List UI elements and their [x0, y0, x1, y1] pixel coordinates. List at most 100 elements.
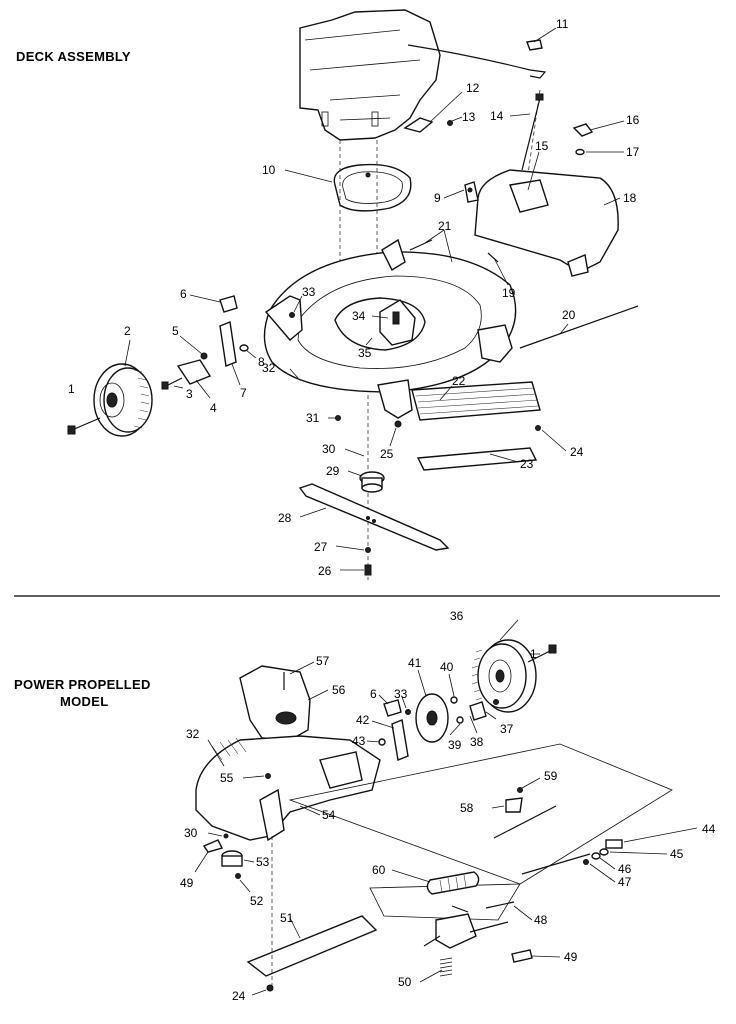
callout-51: 51	[280, 911, 294, 925]
part-13-screw	[447, 120, 453, 126]
part-58-cable-bracket	[505, 797, 523, 813]
callout-40: 40	[440, 660, 454, 674]
part-38-pinion	[469, 701, 487, 721]
callout-21: 21	[438, 219, 452, 233]
callout-16: 16	[626, 113, 640, 127]
callout-12: 12	[466, 81, 480, 95]
part-59-screw	[517, 787, 523, 793]
callout-35: 35	[358, 346, 372, 360]
part-28-blade	[298, 483, 450, 551]
power-leader-lines	[194, 619, 698, 996]
callout-46: 46	[618, 862, 632, 876]
callout-25: 25	[380, 447, 394, 461]
callout-8: 8	[258, 355, 265, 369]
part-39-washer	[456, 716, 464, 724]
engine	[299, 9, 547, 141]
callout-18: 18	[623, 191, 637, 205]
part-24-screw	[266, 984, 274, 992]
callout-54: 54	[322, 808, 336, 822]
callout-30: 30	[322, 442, 336, 456]
power-propelled-title-line1: POWER PROPELLED	[14, 677, 151, 692]
part-33-nut	[289, 312, 295, 318]
part-12-bracket	[403, 117, 434, 133]
part-23-plate	[416, 447, 538, 471]
callout-19: 19	[502, 286, 516, 300]
callout-labels: 11 12 13 14 16 17 15 18 10 9 21 19 6 33 …	[68, 17, 716, 1003]
callout-30b: 30	[184, 826, 198, 840]
part-6-cap	[219, 295, 238, 313]
part-16-wing-nut	[572, 123, 594, 137]
callout-42: 42	[356, 713, 370, 727]
callout-28: 28	[278, 511, 292, 525]
callout-15: 15	[535, 139, 549, 153]
part-46-washer	[591, 852, 601, 860]
part-19-pin	[487, 252, 499, 263]
callout-53: 53	[256, 855, 270, 869]
part-29-blade-adapter	[359, 471, 385, 493]
part-27-washer	[365, 547, 371, 553]
callout-37: 37	[500, 722, 514, 736]
callout-27: 27	[314, 540, 328, 554]
part-42-height-bracket	[391, 719, 409, 761]
callout-31: 31	[306, 411, 320, 425]
part-47-pin	[583, 859, 589, 865]
power-propelled-drawing	[194, 619, 698, 996]
callout-7: 7	[240, 386, 247, 400]
callout-59: 59	[544, 769, 558, 783]
callout-39: 39	[448, 738, 462, 752]
callout-44: 44	[702, 822, 716, 836]
callout-29: 29	[326, 464, 340, 478]
part-44-axle-end	[605, 839, 623, 849]
part-10-gasket-ring	[333, 163, 412, 212]
callout-43: 43	[352, 734, 366, 748]
callout-6b: 6	[370, 687, 377, 701]
part-6-cap	[383, 699, 402, 717]
callout-17: 17	[626, 145, 640, 159]
callout-11: 11	[556, 17, 569, 31]
part-40-washer	[450, 696, 458, 704]
part-30-key	[223, 833, 229, 839]
callout-24: 24	[570, 445, 584, 459]
callout-4: 4	[210, 401, 217, 415]
callout-38: 38	[470, 735, 484, 749]
callout-33b: 33	[394, 687, 408, 701]
part-7-height-bracket	[219, 321, 237, 367]
part-45-washer	[599, 848, 609, 856]
part-17-washer	[575, 148, 585, 156]
callout-45: 45	[670, 847, 684, 861]
part-56-gear-cover	[239, 665, 311, 741]
part-8-washer	[239, 344, 249, 352]
callout-1b: 1	[530, 647, 537, 661]
part-14-bolt	[521, 93, 544, 171]
callout-49b: 49	[564, 950, 578, 964]
deck-assembly-drawing	[67, 9, 639, 580]
callout-33: 33	[302, 285, 316, 299]
callout-10: 10	[262, 163, 276, 177]
callout-22: 22	[452, 374, 466, 388]
part-37-spring	[493, 699, 499, 705]
callout-20: 20	[562, 308, 576, 322]
part-50-spring	[439, 957, 453, 977]
callout-1: 1	[68, 382, 75, 396]
part-34-adapter	[379, 299, 416, 346]
part-36-wheel	[471, 639, 537, 713]
part-24-screw	[535, 425, 541, 431]
part-2-wheel	[93, 363, 153, 437]
part-20-rod	[519, 305, 639, 349]
callout-41: 41	[408, 656, 422, 670]
callout-55: 55	[220, 771, 234, 785]
callout-13: 13	[462, 110, 476, 124]
part-3-bolt	[161, 377, 183, 390]
part-22-skirt	[411, 381, 541, 421]
callout-2: 2	[124, 324, 131, 338]
deck-leader-lines	[124, 27, 625, 571]
callout-34: 34	[352, 309, 366, 323]
callout-23: 23	[520, 457, 534, 471]
callout-6: 6	[180, 287, 187, 301]
callout-9: 9	[434, 191, 441, 205]
part-53-adapter	[221, 850, 243, 867]
part-55-screw	[265, 773, 271, 779]
callout-32: 32	[262, 361, 276, 375]
part-26-bolt	[364, 564, 372, 576]
